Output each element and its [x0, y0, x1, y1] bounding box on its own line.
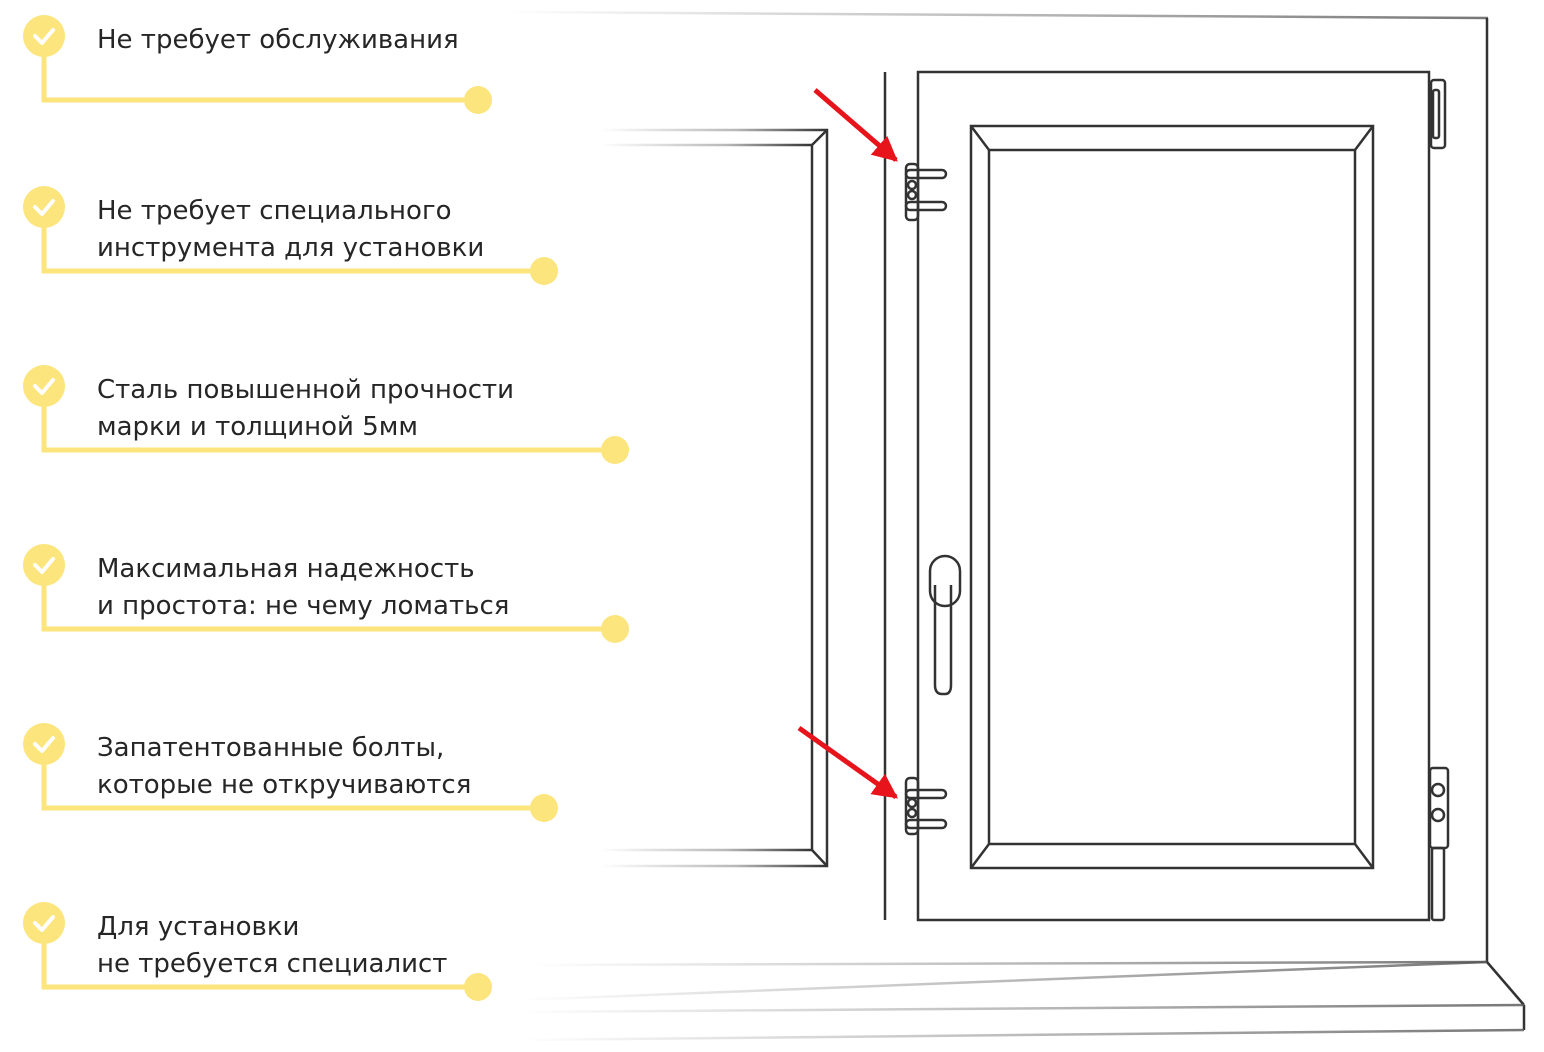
leader-end-dot: [464, 86, 492, 114]
check-mark-icon: [33, 378, 55, 395]
feature-leader-line: [41, 744, 558, 822]
check-mark-icon: [33, 557, 55, 574]
window-outer-frame: [504, 10, 1489, 967]
feature-label-line: Не требует обслуживания: [97, 25, 459, 55]
feature-leader-line: [41, 207, 558, 285]
check-circle-icon: [23, 723, 65, 765]
check-circle-bg: [23, 544, 65, 586]
feature-label-line: Максимальная надежность: [97, 554, 475, 584]
hinge-top: [1429, 78, 1447, 150]
check-mark-icon: [33, 28, 55, 45]
leader-end-dot: [464, 973, 492, 1001]
feature-label-line: Для установки: [97, 912, 300, 942]
feature-label: Не требует обслуживания: [97, 22, 459, 59]
feature-label-line: которые не откручиваются: [97, 770, 472, 800]
check-circle-icon: [23, 365, 65, 407]
leader-line-path: [41, 565, 615, 632]
leader-line-path: [41, 923, 478, 990]
check-circle-bg: [23, 186, 65, 228]
feature-label: Сталь повышенной прочности марки и толщи…: [97, 372, 514, 446]
leader-end-dot: [530, 794, 558, 822]
check-mark-icon: [33, 915, 55, 932]
feature-label-line: не требуется специалист: [97, 949, 448, 979]
check-circle-bg: [23, 723, 65, 765]
feature-leader-line: [41, 565, 629, 643]
check-circle-icon: [23, 902, 65, 944]
leader-end-dot: [601, 615, 629, 643]
feature-label: Для установки не требуется специалист: [97, 909, 447, 983]
feature-label-line: и простота: не чему ломаться: [97, 591, 510, 621]
leader-end-dot: [601, 436, 629, 464]
child-lock-top: [904, 162, 948, 222]
leader-end-dot: [530, 257, 558, 285]
check-circle-icon: [23, 15, 65, 57]
red-arrow-bottom: [797, 725, 899, 800]
leader-line-path: [41, 744, 544, 811]
check-circle-icon: [23, 544, 65, 586]
check-circle-icon: [23, 186, 65, 228]
window-sill: [519, 960, 1526, 1042]
feature-label-line: Сталь повышенной прочности: [97, 375, 515, 405]
feature-label-line: Запатентованные болты,: [97, 733, 445, 763]
window-handle: [928, 554, 962, 696]
check-mark-icon: [33, 199, 55, 216]
child-lock-bottom: [904, 776, 948, 836]
feature-leader-line: [41, 386, 629, 464]
leader-line-path: [41, 207, 544, 274]
feature-label-line: марки и толщиной 5мм: [97, 412, 418, 442]
check-circle-bg: [23, 15, 65, 57]
feature-label-line: инструмента для установки: [97, 233, 485, 263]
feature-leader-line: [41, 923, 492, 1001]
check-circle-bg: [23, 902, 65, 944]
feature-label: Запатентованные болты, которые не откруч…: [97, 730, 471, 804]
check-circle-bg: [23, 365, 65, 407]
feature-label: Не требует специального инструмента для …: [97, 193, 484, 267]
hinge-bottom: [1428, 766, 1450, 922]
feature-leader-line: [41, 36, 492, 114]
leader-line-path: [41, 386, 615, 453]
leader-line-path: [41, 36, 478, 103]
feature-label: Максимальная надежность и простота: не ч…: [97, 551, 509, 625]
check-mark-icon: [33, 736, 55, 753]
feature-label-line: Не требует специального: [97, 196, 452, 226]
red-arrow-top: [813, 88, 898, 162]
right-opening-sash: [916, 70, 1431, 922]
left-fixed-pane: [560, 72, 887, 922]
